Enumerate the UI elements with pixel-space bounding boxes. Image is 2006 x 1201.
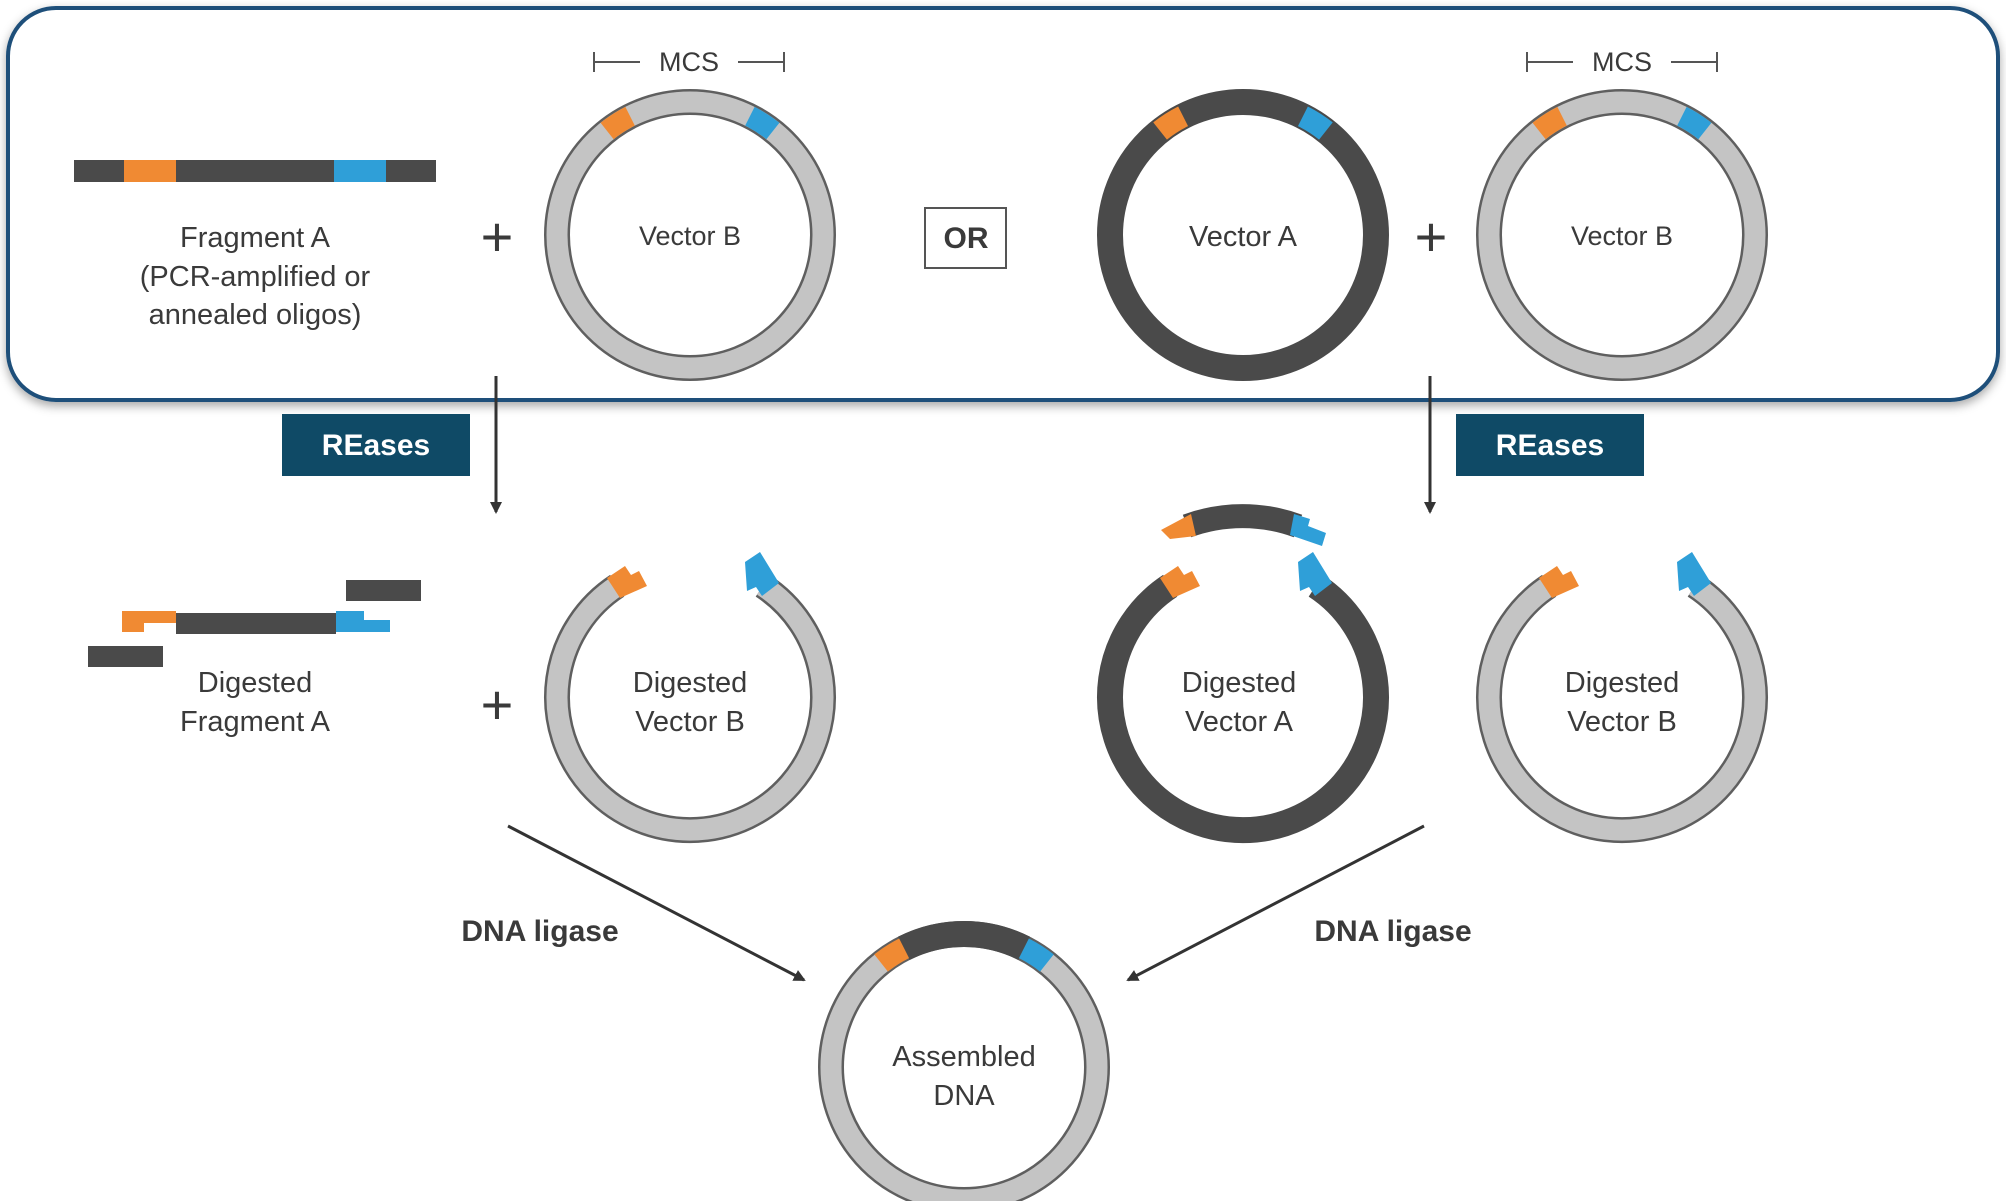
digested-vector-b-right: Digested Vector B [1476, 552, 1768, 844]
blue-site [744, 106, 780, 140]
blue-site [1018, 938, 1054, 972]
mcs-marker-left: MCS [593, 47, 785, 77]
mcs-label-right: MCS [1592, 47, 1652, 77]
digested-vector-b-left-line-1: Digested [633, 667, 747, 699]
vector-b-right: MCS Vector B [1476, 47, 1768, 381]
vector-b-label-right: Vector B [1571, 221, 1673, 251]
orange-site [1153, 106, 1189, 140]
reases-banner-left: REases [282, 414, 470, 476]
plus-sign-1: + [481, 205, 514, 268]
orange-site [874, 938, 910, 972]
arrow-ligase-left [507, 824, 806, 982]
digested-vector-b-left-line-2: Vector B [635, 706, 745, 738]
reases-label-left: REases [322, 429, 430, 462]
reases-label-right: REases [1496, 429, 1604, 462]
plus-sign-2: + [1415, 205, 1448, 268]
digested-fragment-a-line-1: Digested [198, 667, 312, 699]
blue-sticky-end [745, 552, 779, 596]
dna-ligase-label-right: DNA ligase [1314, 915, 1471, 948]
excised-end-left [88, 646, 163, 667]
orange-sticky-end [1161, 514, 1196, 539]
blue-sticky-end [1298, 552, 1332, 596]
plus-sign-3: + [481, 673, 514, 736]
blue-site [1676, 106, 1712, 140]
orange-sticky-end [1160, 566, 1200, 598]
vector-a-label: Vector A [1189, 221, 1298, 253]
fragment-a-label: Fragment A (PCR-amplified or annealed ol… [140, 222, 371, 331]
reases-banner-right: REases [1456, 414, 1644, 476]
vector-b-label-left: Vector B [639, 221, 741, 251]
blue-sticky-end [1677, 552, 1711, 596]
orange-site [600, 106, 636, 140]
fragment-a-linear [74, 160, 436, 182]
assembled-dna-line-2: DNA [933, 1080, 995, 1112]
fragment-a-line-1: Fragment A [180, 222, 331, 254]
or-box: OR [924, 207, 1007, 269]
excised-fragment [1161, 504, 1326, 546]
assembled-dna: Assembled DNA [818, 921, 1110, 1201]
digested-vector-b-right-line-2: Vector B [1567, 706, 1677, 738]
orange-sticky-end [122, 611, 176, 632]
vector-a: Vector A [1097, 89, 1389, 381]
digested-vector-b-left: Digested Vector B [544, 552, 836, 844]
fragment-a-line-3: annealed oligos) [149, 299, 362, 331]
digested-fragment-a: Digested Fragment A [88, 580, 421, 738]
dna-ligase-label-left: DNA ligase [461, 915, 618, 948]
fragment-a-line-2: (PCR-amplified or [140, 261, 371, 293]
assembled-dna-line-1: Assembled [892, 1041, 1035, 1073]
blue-sticky-end [1290, 514, 1326, 546]
mcs-marker-right: MCS [1526, 47, 1718, 77]
orange-site [1532, 106, 1568, 140]
digested-vector-b-right-line-1: Digested [1565, 667, 1679, 699]
digested-vector-a-line-1: Digested [1182, 667, 1296, 699]
blue-site [334, 160, 386, 182]
or-label: OR [944, 222, 989, 255]
excised-end-right [346, 580, 421, 601]
arrow-ligase-right [1126, 824, 1425, 982]
blue-site [1297, 106, 1333, 140]
orange-site [124, 160, 176, 182]
blue-sticky-end [336, 611, 390, 632]
mcs-label-left: MCS [659, 47, 719, 77]
digested-vector-a: Digested Vector A [1097, 504, 1389, 844]
inserted-fragment [897, 921, 1031, 961]
vector-b-left: MCS Vector B [544, 47, 836, 381]
digested-fragment-a-line-2: Fragment A [180, 706, 331, 738]
orange-sticky-end [1539, 566, 1579, 598]
orange-sticky-end [607, 566, 647, 598]
digested-vector-a-line-2: Vector A [1185, 706, 1294, 738]
